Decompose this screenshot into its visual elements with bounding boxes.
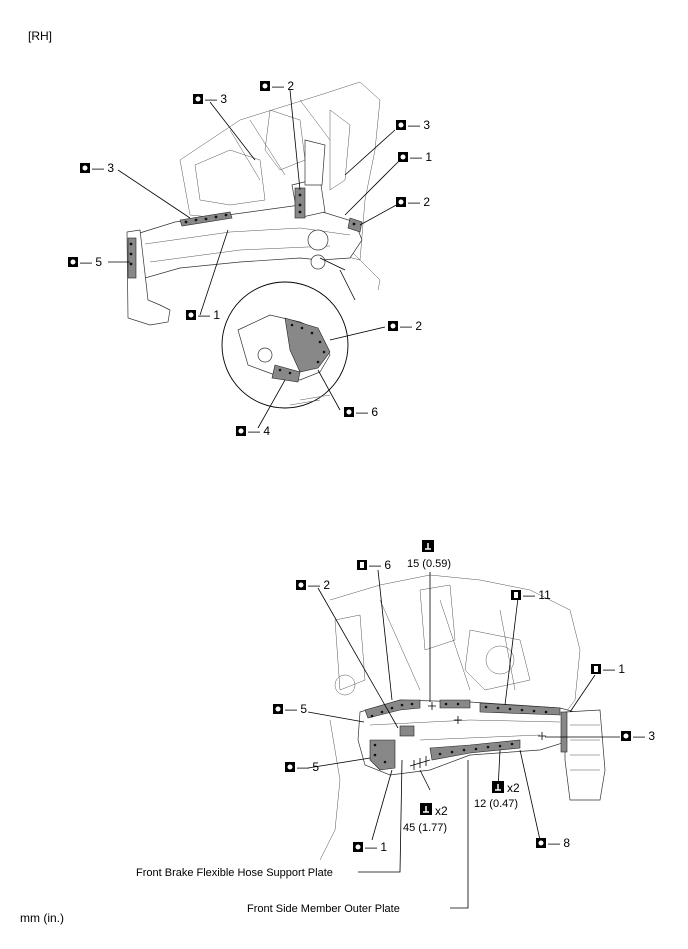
torque-2: x2 12 (0.47)	[474, 781, 520, 810]
svg-text:— 2: — 2	[272, 79, 294, 93]
callout-bottom-3: — 1	[591, 662, 625, 676]
callout-bottom-5: — 3	[621, 729, 655, 743]
weld-area-1	[369, 739, 396, 771]
weld-area-8	[429, 739, 521, 761]
svg-text:— 3: — 3	[92, 161, 114, 175]
callout-top-9: — 6	[344, 405, 378, 419]
svg-text:— 6: — 6	[356, 405, 378, 419]
callout-top-2: — 3	[396, 118, 430, 132]
callout-top-3: — 1	[398, 150, 432, 164]
callout-top-6: — 5	[68, 255, 102, 269]
callout-bottom-0: — 6	[357, 558, 391, 572]
svg-text:x2: x2	[435, 804, 448, 818]
detail-weld-2	[284, 317, 331, 373]
svg-text:— 11: — 11	[523, 588, 551, 602]
svg-text:— 2: — 2	[308, 578, 330, 592]
callout-top-8: — 2	[388, 319, 422, 333]
svg-text:— 8: — 8	[548, 836, 570, 850]
callout-top-0: — 3	[193, 92, 227, 106]
side-indicator: [RH]	[28, 29, 52, 43]
weld-area-2	[294, 187, 306, 219]
callout-label: — 3	[205, 92, 227, 106]
svg-text:— 1: — 1	[603, 662, 625, 676]
top-leaders	[108, 89, 401, 429]
svg-text:— 5: — 5	[80, 255, 102, 269]
svg-text:— 2: — 2	[400, 319, 422, 333]
svg-text:— 4: — 4	[248, 424, 270, 438]
svg-text:— 5: — 5	[297, 760, 319, 774]
units-label: mm (in.)	[20, 911, 64, 925]
weld-area-5	[127, 237, 137, 279]
callout-top-7: — 1	[186, 308, 220, 322]
callout-top-1: — 2	[260, 79, 294, 93]
torque-0: 15 (0.59)	[407, 540, 451, 570]
torque-1: x2 45 (1.77)	[403, 803, 448, 834]
svg-text:— 2: — 2	[408, 195, 430, 209]
svg-text:x2: x2	[507, 781, 520, 795]
label-brake-hose-plate: Front Brake Flexible Hose Support Plate	[136, 867, 333, 879]
svg-text:45 (1.77): 45 (1.77)	[403, 822, 447, 834]
callout-top-4: — 3	[80, 161, 114, 175]
svg-text:— 5: — 5	[285, 702, 307, 716]
svg-text:— 1: — 1	[198, 308, 220, 322]
callout-bottom-7: — 1	[353, 840, 387, 854]
svg-text:— 1: — 1	[365, 840, 387, 854]
callout-top-5: — 2	[396, 195, 430, 209]
svg-text:— 6: — 6	[369, 558, 391, 572]
svg-text:— 1: — 1	[410, 150, 432, 164]
weld-band-top-b	[479, 702, 561, 716]
callout-top-10: — 4	[236, 424, 270, 438]
bottom-illustration	[319, 574, 606, 861]
callout-bottom-2: — 11	[511, 588, 551, 602]
top-illustration	[126, 81, 381, 409]
svg-text:12 (0.47): 12 (0.47)	[474, 798, 518, 810]
front-end-plate	[126, 229, 171, 326]
svg-text:— 3: — 3	[408, 118, 430, 132]
callout-bottom-4: — 5	[273, 702, 307, 716]
callout-bottom-1: — 2	[296, 578, 330, 592]
bottom-leaders	[307, 569, 620, 909]
label-side-member-outer: Front Side Member Outer Plate	[247, 903, 400, 915]
callout-bottom-8: — 8	[536, 836, 570, 850]
svg-text:— 3: — 3	[633, 729, 655, 743]
callout-bottom-6: — 5	[285, 760, 319, 774]
svg-text:15 (0.59): 15 (0.59)	[407, 558, 451, 570]
